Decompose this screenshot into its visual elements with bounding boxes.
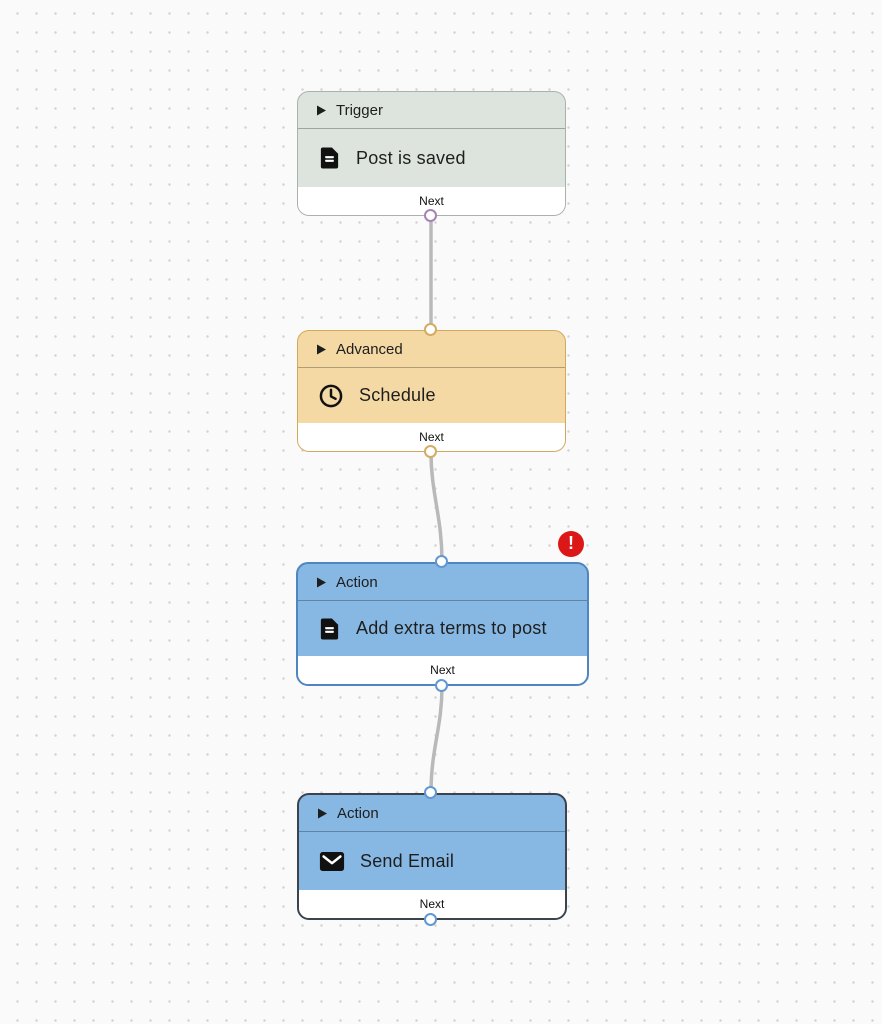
node-header[interactable]: Action: [298, 564, 587, 601]
node-category-label: Action: [337, 804, 379, 822]
input-port[interactable]: [424, 786, 437, 799]
clock-icon: [318, 383, 344, 409]
action-node-send-email[interactable]: Action Send Email Next: [297, 793, 567, 920]
output-port[interactable]: [424, 209, 437, 222]
next-label: Next: [419, 194, 444, 208]
trigger-node-post-is-saved[interactable]: Trigger Post is saved Next: [297, 91, 566, 216]
exclamation-icon: !: [568, 533, 574, 553]
next-label: Next: [430, 663, 455, 677]
input-port[interactable]: [435, 555, 448, 568]
output-port[interactable]: [424, 913, 437, 926]
node-header[interactable]: Trigger: [298, 92, 565, 129]
input-port[interactable]: [424, 323, 437, 336]
next-label: Next: [419, 430, 444, 444]
envelope-icon: [319, 851, 345, 872]
node-category-label: Advanced: [336, 340, 403, 358]
output-port[interactable]: [435, 679, 448, 692]
node-title: Add extra terms to post: [356, 618, 547, 638]
document-icon: [318, 617, 341, 641]
node-body[interactable]: Schedule: [298, 368, 565, 423]
expand-triangle-icon: [317, 577, 326, 588]
node-title: Send Email: [360, 850, 455, 871]
action-node-add-extra-terms[interactable]: Action Add extra terms to post Next: [296, 562, 589, 686]
node-header[interactable]: Action: [299, 795, 565, 832]
node-title: Post is saved: [356, 147, 466, 168]
node-title: Schedule: [359, 385, 436, 405]
expand-triangle-icon: [317, 105, 326, 116]
node-category-label: Trigger: [336, 101, 383, 119]
error-badge: !: [558, 531, 584, 557]
connector-edge: [429, 684, 444, 795]
node-body[interactable]: Add extra terms to post: [298, 601, 587, 656]
node-body[interactable]: Post is saved: [298, 129, 565, 187]
connector-edge: [429, 450, 444, 564]
expand-triangle-icon: [317, 344, 326, 355]
next-label: Next: [419, 897, 445, 911]
expand-triangle-icon: [318, 808, 327, 819]
node-body[interactable]: Send Email: [299, 832, 565, 890]
advanced-node-schedule[interactable]: Advanced Schedule Next: [297, 330, 566, 452]
node-header[interactable]: Advanced: [298, 331, 565, 368]
document-icon: [318, 146, 341, 170]
output-port[interactable]: [424, 445, 437, 458]
node-category-label: Action: [336, 573, 378, 591]
